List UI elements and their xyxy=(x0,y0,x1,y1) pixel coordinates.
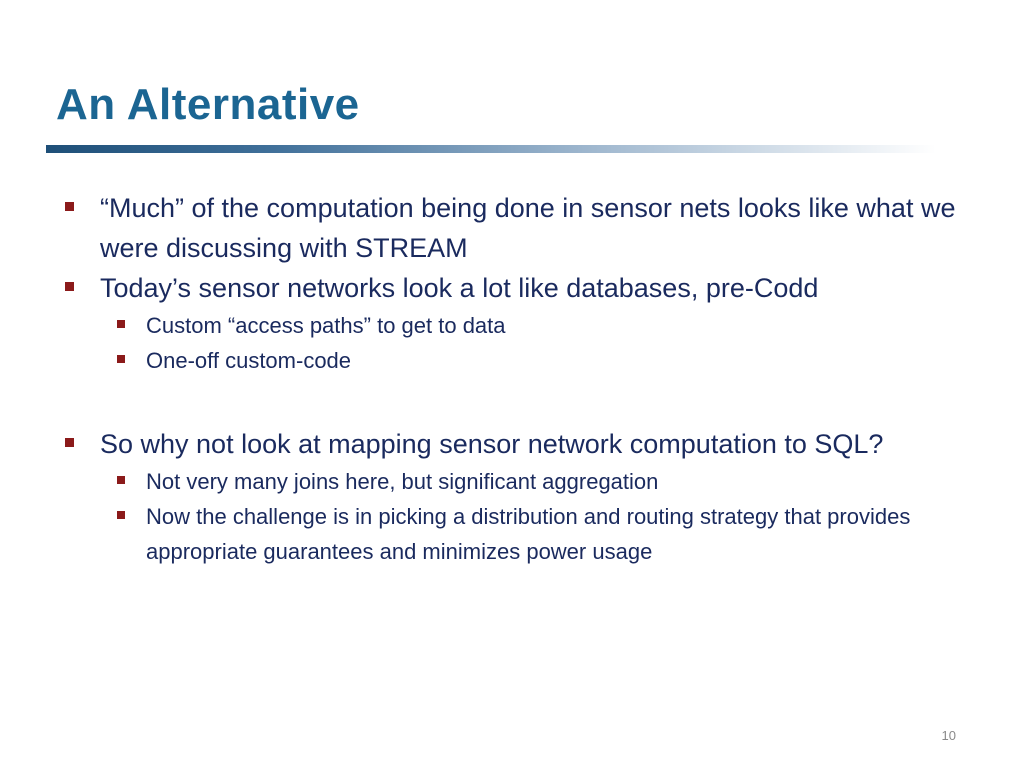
bullet-text: So why not look at mapping sensor networ… xyxy=(100,429,884,459)
sub-bullet-text: Now the challenge is in picking a distri… xyxy=(146,504,911,564)
sub-bullet-text: Not very many joins here, but significan… xyxy=(146,469,659,494)
square-bullet-icon xyxy=(65,282,74,291)
square-bullet-icon xyxy=(117,511,125,519)
sub-bullet-item: Now the challenge is in picking a distri… xyxy=(60,499,980,569)
bullet-item: So why not look at mapping sensor networ… xyxy=(60,424,980,464)
spacer xyxy=(60,378,980,424)
square-bullet-icon xyxy=(117,355,125,363)
sub-bullet-text: One-off custom-code xyxy=(146,348,352,373)
sub-bullet-item: One-off custom-code xyxy=(60,343,980,378)
slide-title: An Alternative xyxy=(56,80,360,129)
title-underline-rule xyxy=(46,145,936,153)
square-bullet-icon xyxy=(117,320,125,328)
bullet-item: “Much” of the computation being done in … xyxy=(60,188,980,268)
bullet-text: Today’s sensor networks look a lot like … xyxy=(100,273,819,303)
sub-bullet-item: Not very many joins here, but significan… xyxy=(60,464,980,499)
sub-bullet-item: Custom “access paths” to get to data xyxy=(60,308,980,343)
bullet-item: Today’s sensor networks look a lot like … xyxy=(60,268,980,308)
square-bullet-icon xyxy=(65,438,74,447)
bullet-list: “Much” of the computation being done in … xyxy=(60,188,980,569)
bullet-text: “Much” of the computation being done in … xyxy=(100,193,956,263)
sub-bullet-text: Custom “access paths” to get to data xyxy=(146,313,506,338)
page-number: 10 xyxy=(941,728,956,743)
square-bullet-icon xyxy=(117,476,125,484)
square-bullet-icon xyxy=(65,202,74,211)
